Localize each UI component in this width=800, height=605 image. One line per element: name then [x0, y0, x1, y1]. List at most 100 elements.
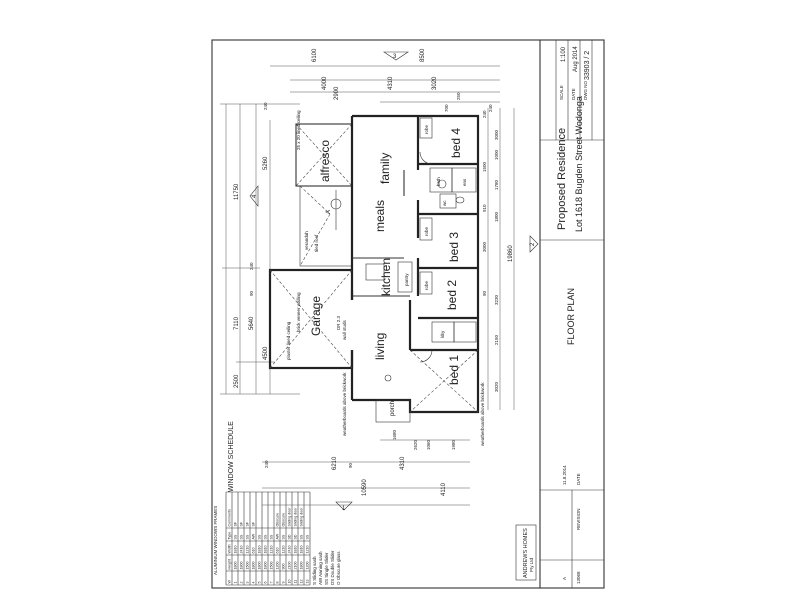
- dim-bot-d: 3000: [482, 241, 487, 252]
- schedule-cell: SF: [246, 521, 250, 526]
- schedule-cell: SS: [234, 534, 238, 539]
- schedule-cell: 6: [264, 582, 268, 584]
- schedule-cell: 10: [288, 580, 292, 584]
- dim-left-d: 4500: [263, 346, 269, 360]
- schedule-cell: 2410: [288, 546, 292, 554]
- revision-label: REVISION: [576, 508, 581, 530]
- schedule-cell: 7: [270, 582, 274, 584]
- dim-240-d: 240: [264, 460, 269, 468]
- sheet-border: [211, 39, 605, 589]
- scale-label: SCALE: [559, 85, 564, 100]
- dim-top-right-b: 8500: [420, 48, 426, 62]
- window-schedule-heading: WINDOW SCHEDULE: [228, 421, 235, 492]
- note-verandah: verandah: [304, 231, 309, 250]
- schedule-cell: 1200: [306, 562, 310, 570]
- room-bath: bath: [436, 177, 441, 186]
- schedule-cell: 1210: [246, 546, 250, 554]
- room-pantry: pantry: [404, 273, 409, 286]
- schedule-cell: 1: [234, 582, 238, 584]
- room-bed1: bed 1: [447, 355, 461, 385]
- schedule-cell: SS: [306, 534, 310, 539]
- dim-240-e: 240: [482, 110, 487, 118]
- dimensions-right: 1000 1780 1800 3230 2150 3020 3000 19860…: [482, 108, 515, 410]
- plan-notes: weatherboards above brickwork weatherboa…: [286, 110, 485, 446]
- dim-250: 250: [456, 92, 461, 100]
- dimensions-bottom: 6210 4310 10590 4110 2620 1060 1980 1680…: [262, 429, 470, 506]
- dim-240-a: 240: [263, 102, 268, 110]
- schedule-cell: 3: [246, 582, 250, 584]
- dim-90-c: 90: [482, 290, 487, 296]
- room-alfresco: alfresco: [318, 140, 332, 182]
- porch-outline: [375, 399, 411, 423]
- room-labels: alfresco family meals kitchen Garage liv…: [309, 124, 467, 416]
- revision-block: 11.8.2014 DATE REVISION A 13068: [540, 465, 604, 588]
- dim-top-b: 4310: [400, 456, 406, 470]
- room-garage: Garage: [309, 296, 323, 336]
- schedule-cell: SS: [246, 534, 250, 539]
- schedule-legend-item: DS Double Slider: [330, 550, 335, 585]
- dwg-label: DWG NO: [583, 81, 588, 100]
- room-kitchen: kitchen: [379, 258, 393, 296]
- sheet-name: FLOOR PLAN: [566, 288, 576, 345]
- scale-value: 1:100: [561, 46, 567, 62]
- schedule-cell: 2100: [288, 562, 292, 570]
- window-schedule-table: WHeightWidthTypeComments118001810SSSF218…: [225, 491, 311, 586]
- schedule-header-cell: Width: [228, 544, 232, 553]
- elevation-1-arrow: [335, 501, 353, 511]
- elevation-4-label: 4: [252, 194, 258, 198]
- schedule-legend-item: SS Single Slider: [324, 552, 329, 585]
- dim-top-right-a: 6100: [312, 48, 318, 62]
- room-robe-3: robe: [424, 226, 429, 236]
- schedule-cell: SF: [234, 521, 238, 526]
- dim-240-b: 240: [249, 262, 254, 270]
- elevation-1-label: 1: [342, 506, 346, 512]
- dim-top-e: 1060: [426, 439, 431, 450]
- room-robe-2: robe: [424, 280, 429, 290]
- bath2-room: [453, 321, 477, 343]
- schedule-cell: 1810: [258, 546, 262, 554]
- room-bed3: bed 3: [447, 232, 461, 262]
- note-garage-wall: brick veneer walling: [296, 292, 301, 332]
- note-tile-roof: tiled roof: [314, 234, 319, 252]
- schedule-cell: 1210: [282, 546, 286, 554]
- kitchen-bench: [397, 261, 413, 293]
- bed2-robe: [419, 271, 433, 295]
- company-name: ANDREWS HOMES: [523, 528, 529, 578]
- schedule-cell: Obscure: [276, 513, 280, 527]
- dim-left-c: 11750: [234, 183, 240, 200]
- schedule-cell: SD: [288, 534, 292, 539]
- schedule-cell: 12: [300, 580, 304, 584]
- dim-90-b: 90: [348, 462, 353, 468]
- schedule-cell: 11: [294, 580, 298, 584]
- elevation-3-label: 3: [393, 54, 397, 60]
- company-logo-box: ANDREWS HOMES Pty Ltd: [515, 524, 537, 581]
- note-weatherboards-1: weatherboards above brickwork: [342, 372, 347, 436]
- schedule-cell: 13: [306, 580, 310, 584]
- schedule-header-cell: Height: [228, 559, 232, 569]
- schedule-legend-item: AW Awning sash: [318, 551, 323, 585]
- dim-bot-h: 3000: [494, 129, 499, 140]
- note-garage-ceiling: plaster lined ceiling: [286, 321, 291, 360]
- dim-bot-a: 3020: [494, 381, 499, 392]
- schedule-cell: Obscure: [282, 513, 286, 527]
- dim-bot-f: 1780: [494, 179, 499, 190]
- elevation-2-arrow: [529, 235, 539, 253]
- revision-ref: 13068: [576, 571, 581, 584]
- room-ldry: ldry: [440, 330, 445, 338]
- note-garage-door: DR 2.3: [336, 315, 341, 330]
- dim-910: 910: [482, 204, 487, 212]
- room-wc: wc: [442, 200, 447, 206]
- dim-left-e: 5640: [249, 316, 255, 330]
- dim-700: 700: [444, 104, 449, 112]
- revision-id: A: [562, 577, 567, 580]
- schedule-cell: AW: [276, 533, 280, 539]
- schedule-cell: 9: [282, 582, 286, 584]
- room-living: living: [373, 333, 387, 360]
- schedule-cell: 1800: [264, 562, 268, 570]
- schedule-cell: 2100: [294, 562, 298, 570]
- schedule-cell: Sliding door: [288, 507, 292, 527]
- schedule-cell: SF: [252, 521, 256, 526]
